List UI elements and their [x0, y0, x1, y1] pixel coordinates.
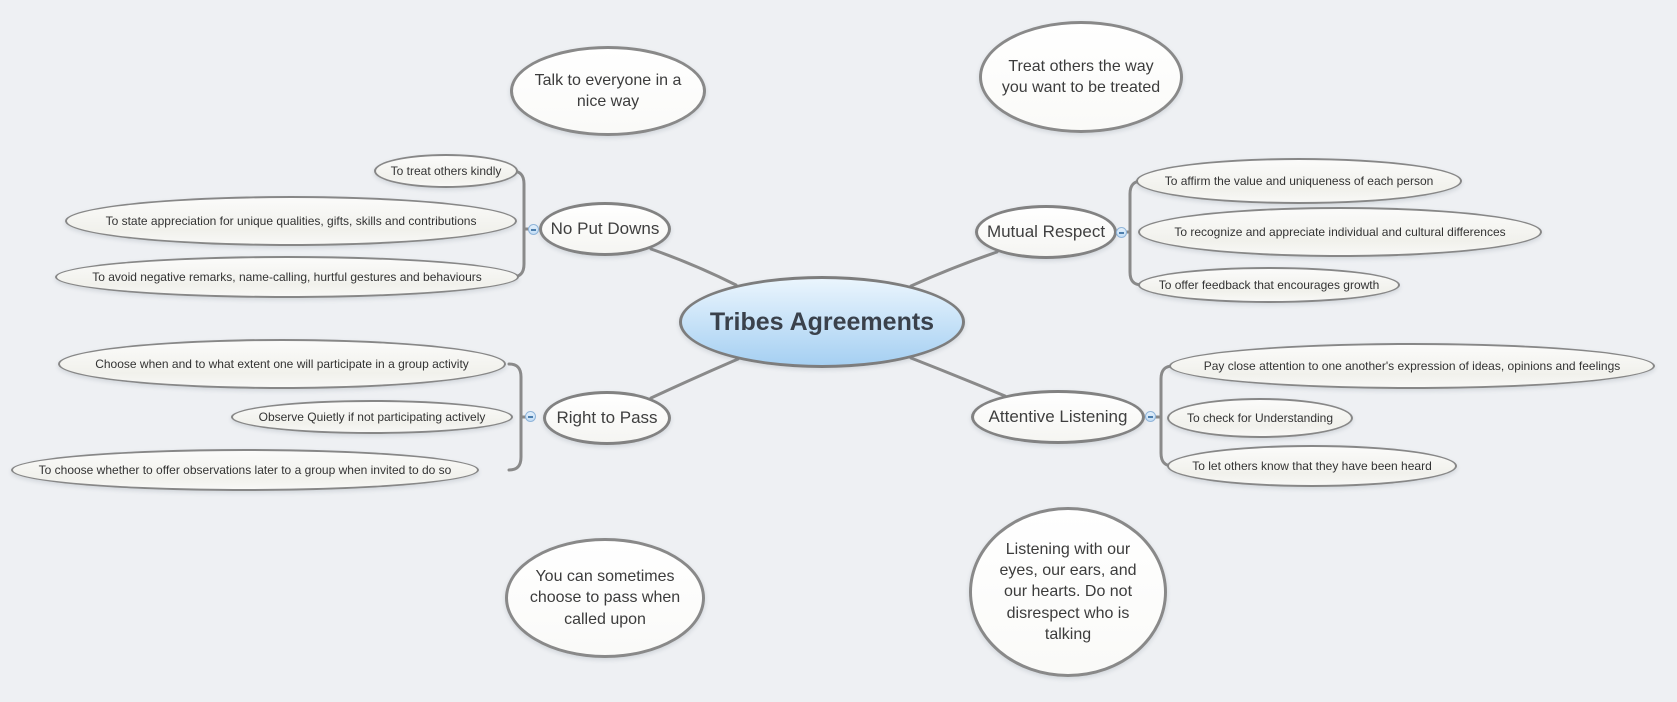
subtopic-label: To check for Understanding	[1186, 411, 1334, 425]
subtopic-label: To avoid negative remarks, name-calling,…	[92, 270, 482, 284]
subtopic-mutual-respect-2[interactable]: To recognize and appreciate individual a…	[1138, 207, 1542, 257]
branch-mutual-respect[interactable]: Mutual Respect	[975, 205, 1117, 259]
subtopic-mutual-respect-3[interactable]: To offer feedback that encourages growth	[1138, 267, 1400, 303]
connector-central-mutual-respect	[909, 250, 999, 288]
note-right-to-pass[interactable]: You can sometimes choose to pass when ca…	[505, 538, 705, 658]
note-mutual-respect[interactable]: Treat others the way you want to be trea…	[979, 21, 1183, 133]
subtopic-no-put-downs-2[interactable]: To state appreciation for unique qualiti…	[65, 196, 517, 246]
collapse-minus-icon[interactable]	[1116, 227, 1127, 238]
subtopic-no-put-downs-1[interactable]: To treat others kindly	[374, 154, 518, 188]
note-label: Listening with our eyes, our ears, and o…	[999, 541, 1137, 643]
connector-central-right-to-pass	[649, 357, 740, 400]
branch-no-put-downs[interactable]: No Put Downs	[539, 202, 671, 256]
collapse-minus-icon[interactable]	[525, 411, 536, 422]
subtopic-right-to-pass-1[interactable]: Choose when and to what extent one will …	[58, 339, 506, 389]
note-no-put-downs[interactable]: Talk to everyone in a nice way	[510, 46, 706, 136]
subtopic-no-put-downs-3[interactable]: To avoid negative remarks, name-calling,…	[55, 256, 519, 298]
subtopic-label: Pay close attention to one another's exp…	[1203, 359, 1621, 373]
branch-right-to-pass[interactable]: Right to Pass	[543, 391, 671, 445]
subtopic-mutual-respect-1[interactable]: To affirm the value and uniqueness of ea…	[1136, 158, 1462, 204]
connector-central-attentive-listening	[909, 356, 1007, 398]
collapse-minus-icon[interactable]	[528, 224, 539, 235]
note-label: Treat others the way you want to be trea…	[1001, 57, 1161, 96]
subtopic-label: Observe Quietly if not participating act…	[258, 410, 486, 424]
subtopic-label: To treat others kindly	[390, 164, 502, 178]
note-label: Talk to everyone in a nice way	[534, 71, 682, 110]
subtopic-label: To choose whether to offer observations …	[38, 463, 452, 477]
subtopic-attentive-listening-2[interactable]: To check for Understanding	[1167, 398, 1353, 438]
subtopic-attentive-listening-3[interactable]: To let others know that they have been h…	[1167, 445, 1457, 487]
note-label: You can sometimes choose to pass when ca…	[529, 568, 681, 628]
branch-label: No Put Downs	[550, 219, 660, 238]
note-attentive-listening[interactable]: Listening with our eyes, our ears, and o…	[969, 507, 1167, 677]
subtopic-label: To recognize and appreciate individual a…	[1174, 225, 1506, 239]
subtopic-right-to-pass-2[interactable]: Observe Quietly if not participating act…	[231, 400, 513, 434]
branch-label: Right to Pass	[556, 408, 658, 427]
subtopic-label: To offer feedback that encourages growth	[1158, 278, 1380, 292]
branch-label: Mutual Respect	[986, 222, 1106, 241]
subtopic-attentive-listening-1[interactable]: Pay close attention to one another's exp…	[1169, 343, 1655, 389]
subtopic-label: Choose when and to what extent one will …	[95, 357, 469, 371]
bracket-attentive-listening	[1154, 364, 1175, 468]
subtopic-label: To let others know that they have been h…	[1192, 459, 1432, 473]
central-topic-label: Tribes Agreements	[709, 307, 935, 336]
connector-central-no-put-downs	[649, 247, 738, 287]
branch-label: Attentive Listening	[988, 407, 1128, 426]
central-topic[interactable]: Tribes Agreements	[679, 276, 965, 368]
subtopic-label: To affirm the value and uniqueness of ea…	[1164, 174, 1434, 188]
branch-attentive-listening[interactable]: Attentive Listening	[971, 390, 1145, 444]
subtopic-right-to-pass-3[interactable]: To choose whether to offer observations …	[11, 449, 479, 491]
collapse-minus-icon[interactable]	[1145, 411, 1156, 422]
bracket-mutual-respect	[1125, 179, 1144, 287]
subtopic-label: To state appreciation for unique qualiti…	[105, 214, 477, 228]
